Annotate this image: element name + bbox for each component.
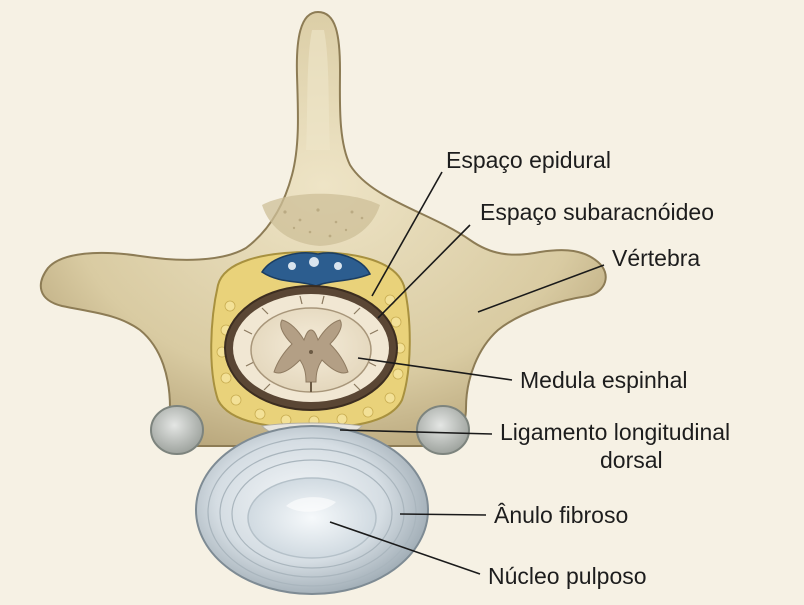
left-facet-joint <box>151 406 203 454</box>
nucleus-pulposus <box>248 478 376 558</box>
label-ligament-line1: Ligamento longitudinal <box>500 419 730 445</box>
label-subarachnoid-space: Espaço subaracnóideo <box>480 199 714 225</box>
label-nucleus-pulposus: Núcleo pulposo <box>488 563 647 589</box>
label-annulus-fibrosus: Ânulo fibroso <box>494 502 628 528</box>
spinous-process-highlight <box>306 30 330 150</box>
label-ligament-line2: dorsal <box>600 447 663 473</box>
label-epidural-space: Espaço epidural <box>446 147 611 173</box>
leader-annulus <box>400 514 486 515</box>
right-facet-joint <box>417 406 469 454</box>
label-spinal-cord: Medula espinhal <box>520 367 688 393</box>
label-vertebra: Vértebra <box>612 245 700 271</box>
central-canal <box>309 350 313 354</box>
